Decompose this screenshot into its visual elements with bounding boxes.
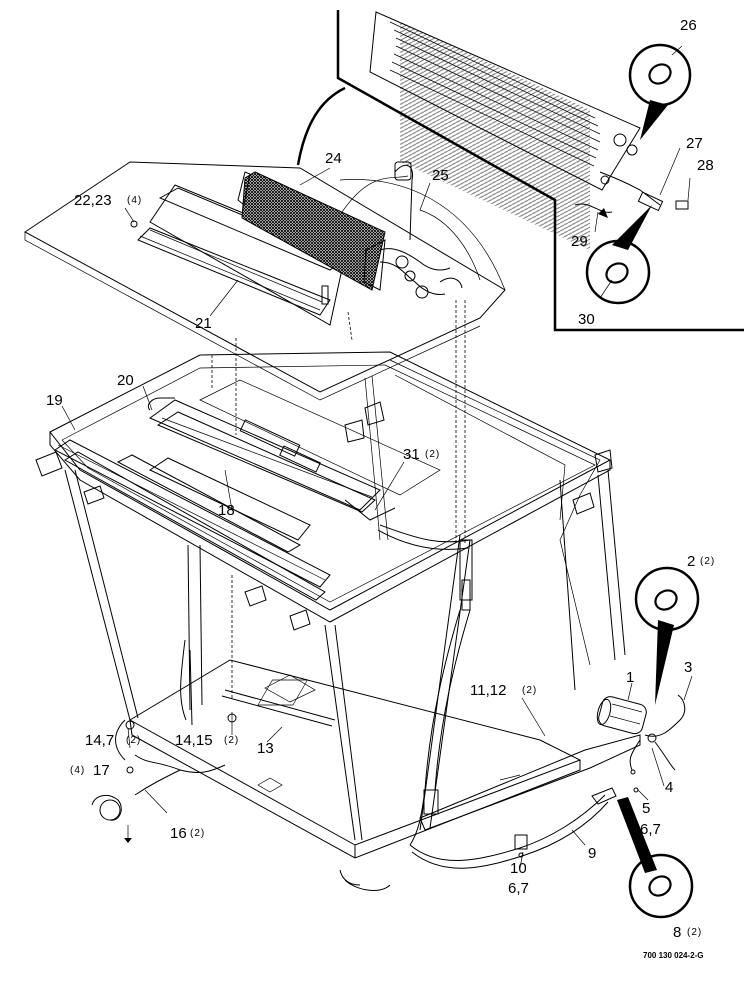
inset-detail	[336, 10, 744, 332]
callout-10: 10	[510, 860, 527, 877]
callout-11-12: 11,12	[470, 682, 506, 699]
o-ring-bubble-26	[628, 43, 692, 140]
callout-6-7-bottom: 6,7	[508, 880, 529, 897]
callout-8-qty: (2)	[687, 927, 702, 938]
inset-heater-core	[369, 11, 689, 251]
cab-frame	[35, 351, 641, 891]
callout-14-7-qty: (2)	[126, 735, 141, 746]
callout-9: 9	[588, 845, 596, 862]
callout-22-23: 22,23	[74, 192, 112, 209]
callout-16-qty: (2)	[190, 828, 205, 839]
cab-hoses	[91, 609, 617, 869]
callout-21: 21	[195, 315, 212, 332]
callout-19: 19	[46, 392, 63, 409]
callout-2: 2	[687, 553, 695, 570]
callout-13: 13	[257, 740, 274, 757]
drawing-code: 700 130 024-2-G	[643, 951, 704, 960]
callout-16: 16	[170, 825, 187, 842]
callout-2-qty: (2)	[700, 556, 715, 567]
callout-1: 1	[626, 669, 634, 686]
callout-14-15: 14,15	[175, 732, 213, 749]
heater-fittings	[339, 161, 463, 299]
callout-29: 29	[571, 233, 588, 250]
callout-8: 8	[673, 924, 681, 941]
callout-30: 30	[578, 311, 595, 328]
callout-25: 25	[432, 167, 449, 184]
callout-5: 5	[642, 800, 650, 817]
callout-18: 18	[218, 502, 235, 519]
callout-14-15-qty: (2)	[224, 735, 239, 746]
callout-17-qty: (4)	[70, 765, 85, 776]
callout-31-qty: (2)	[425, 449, 440, 460]
heater-core	[237, 171, 386, 291]
callout-17: 17	[93, 762, 110, 779]
callout-22-23-qty: (4)	[127, 195, 142, 206]
o-ring-bubble-30	[585, 205, 652, 305]
callout-3: 3	[684, 659, 692, 676]
callout-labels: 26 27 28 29 30 24 25 22,23 (4) 21 20 19 …	[46, 17, 715, 960]
callout-6-7-right: 6,7	[640, 821, 661, 838]
inset-leader	[296, 86, 346, 166]
callout-4: 4	[665, 779, 673, 796]
callout-26: 26	[680, 17, 697, 34]
air-duct-assembly	[54, 300, 473, 700]
callout-27: 27	[686, 135, 703, 152]
callout-28: 28	[697, 157, 714, 174]
o-ring-bubble-2	[634, 566, 700, 705]
callout-24: 24	[325, 150, 342, 167]
callout-31: 31	[403, 446, 420, 463]
blower-motor	[518, 694, 686, 858]
callout-14-7: 14,7	[85, 732, 114, 749]
callout-11-12-qty: (2)	[522, 685, 537, 696]
o-ring-bubble-8	[617, 797, 694, 919]
callout-20: 20	[117, 372, 134, 389]
leader-lines	[61, 45, 693, 869]
roof-panel	[24, 161, 506, 401]
